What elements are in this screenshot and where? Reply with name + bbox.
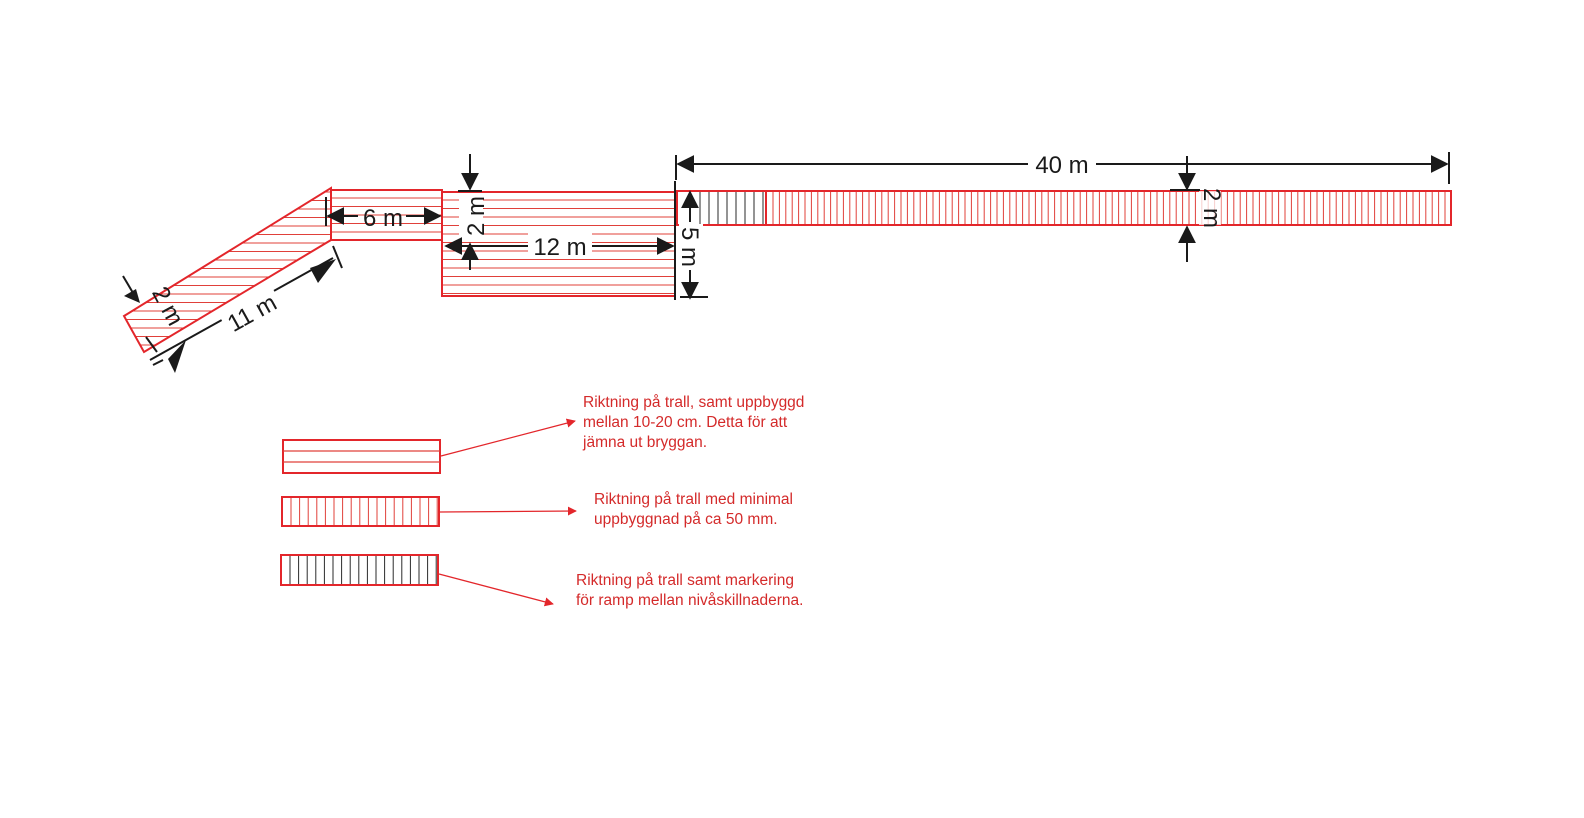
ramp-width-arrow bbox=[124, 289, 140, 303]
legend-swatch-vertical-red bbox=[281, 496, 440, 527]
legend-text-3: Riktning på trall samt markering för ram… bbox=[576, 572, 803, 609]
legend-text-1: Riktning på trall, samt uppbyggd mellan … bbox=[582, 394, 809, 451]
legend-swatch-vertical-dark bbox=[280, 554, 439, 586]
dimension-platform-width: 2 m bbox=[458, 154, 490, 270]
dimension-pier-length: 40 m bbox=[675, 152, 1450, 184]
legend-pointer-2 bbox=[439, 506, 577, 516]
legend-pointer-3 bbox=[438, 573, 554, 607]
legend-swatch-horizontal bbox=[282, 439, 441, 474]
pier-plank-lines bbox=[772, 191, 1446, 225]
dimension-platform-length: 12 m bbox=[444, 233, 675, 261]
pier-width-label: 2 m bbox=[1198, 188, 1225, 228]
pier-outline bbox=[765, 190, 1452, 226]
dimension-step-height: 5 m bbox=[674, 181, 708, 300]
long-pier-section bbox=[765, 190, 1452, 226]
dimension-pier-width: 2 m bbox=[1170, 156, 1225, 262]
dimension-ramp-width: 2 m bbox=[122, 275, 189, 353]
angled-ramp-section bbox=[122, 186, 332, 354]
platform-length-label: 12 m bbox=[533, 234, 586, 261]
pier-length-label: 40 m bbox=[1035, 152, 1088, 179]
ramp-width-label: 2 m bbox=[146, 282, 189, 330]
dimension-connector-length: 6 m bbox=[325, 197, 442, 232]
ramp-length-arrow-left bbox=[168, 340, 186, 373]
legend-pointer-1 bbox=[440, 418, 576, 457]
platform-width-label: 2 m bbox=[463, 196, 490, 236]
step-height-label: 5 m bbox=[676, 227, 703, 267]
legend: Riktning på trall, samt uppbyggd mellan … bbox=[280, 394, 809, 609]
connector-length-label: 6 m bbox=[363, 205, 403, 232]
ramp-length-arrow-right bbox=[310, 259, 336, 283]
transition-plank-lines bbox=[699, 191, 764, 225]
legend-text-2: Riktning på trall med minimal uppbyggnad… bbox=[594, 491, 797, 528]
